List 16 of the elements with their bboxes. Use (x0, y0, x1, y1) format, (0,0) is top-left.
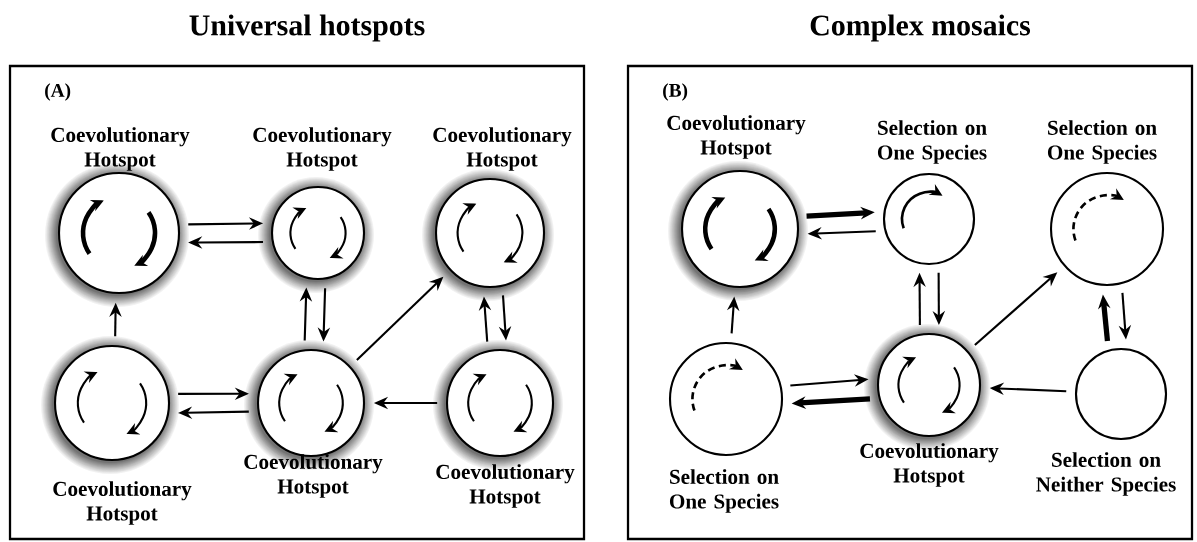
panel-tag: (A) (45, 83, 71, 101)
site-label: Coevolutionary Hotspot (433, 127, 572, 171)
site-label: Coevolutionary Hotspot (860, 443, 999, 487)
site-label: Coevolutionary Hotspot (667, 115, 806, 159)
site-label: Selection on One Species (877, 120, 987, 164)
site-label: Coevolutionary Hotspot (53, 481, 192, 525)
site-label: Selection on Neither Species (1036, 452, 1176, 496)
site-label: Coevolutionary Hotspot (436, 464, 575, 508)
site-label: Selection on One Species (1047, 120, 1157, 164)
panel-heading: Complex mosaics (810, 14, 1031, 42)
site-label: Coevolutionary Hotspot (244, 454, 383, 498)
site-label: Coevolutionary Hotspot (51, 127, 190, 171)
site-label: Coevolutionary Hotspot (253, 127, 392, 171)
site-label: Selection on One Species (669, 469, 779, 513)
panel-heading: Universal hotspots (189, 14, 425, 42)
panel-tag: (B) (663, 83, 688, 101)
